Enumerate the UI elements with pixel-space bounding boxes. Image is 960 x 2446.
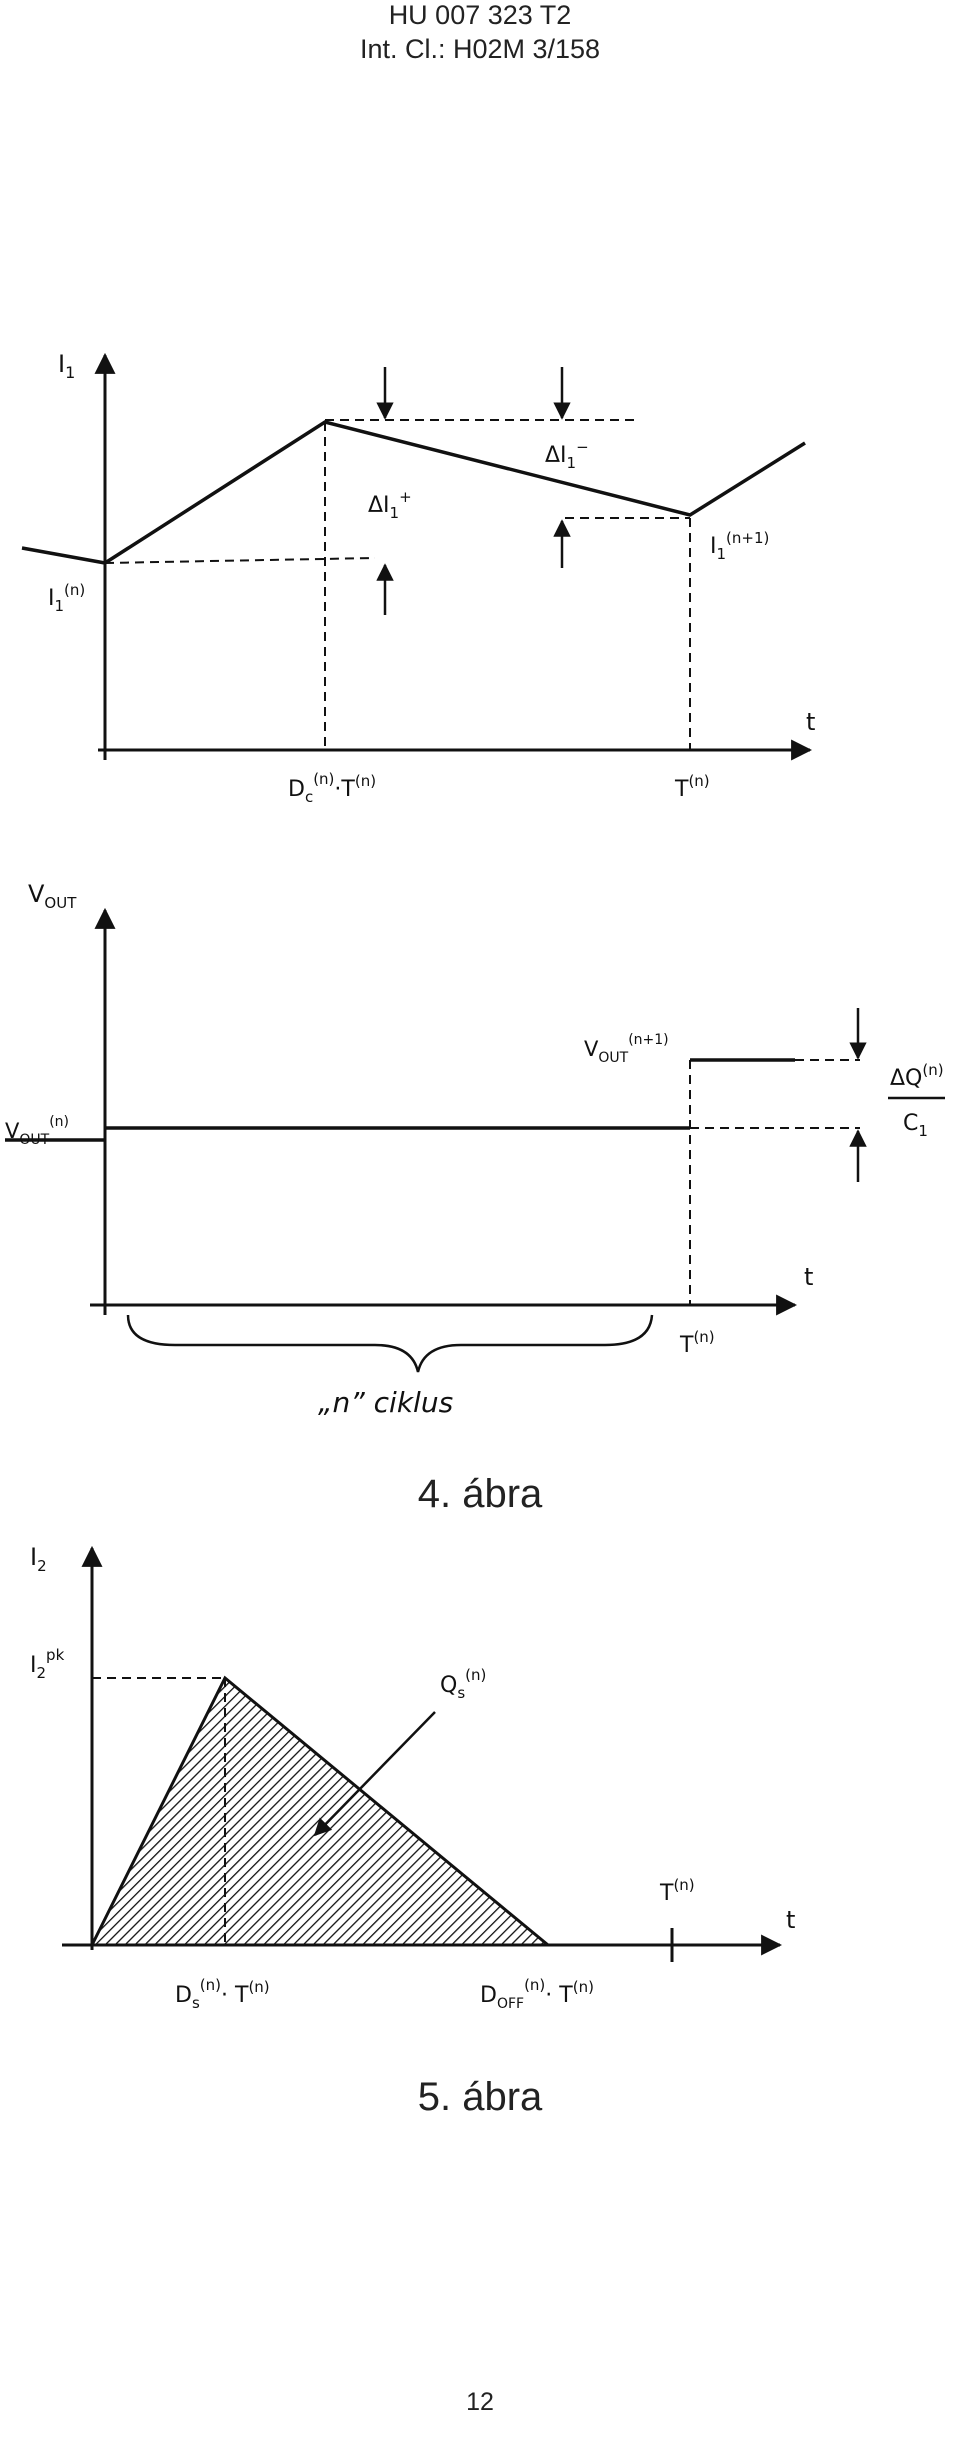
i2-axis-label: I2 — [30, 1543, 47, 1575]
voutn1-label: VOUT(n+1) — [584, 1032, 669, 1066]
i1-waveform — [21, 420, 806, 565]
figure4-current-chart: I1 t I1(n) I1(n+1) ΔI1+ ΔI1− Dc(n)·T(n) … — [21, 350, 815, 806]
vout-time-label: t — [804, 1263, 813, 1291]
charge-triangle — [89, 1675, 553, 1947]
ds-tn-tick-label: Ds(n)· T(n) — [175, 1976, 270, 2012]
i2-time-label: t — [786, 1906, 795, 1934]
vout-axis-label: VOUT — [28, 880, 77, 912]
qs-label: Qs(n) — [440, 1666, 486, 1702]
doff-tn-tick-label: DOFF(n)· T(n) — [480, 1976, 594, 2012]
voutn-label: VOUT(n) — [5, 1114, 69, 1148]
delta-i1-minus-label: ΔI1− — [545, 438, 589, 472]
c1-label: C1 — [903, 1111, 928, 1140]
i2-period-label: T(n) — [659, 1876, 695, 1906]
i1n-label: I1(n) — [48, 581, 85, 615]
dc-tn-tick-label: Dc(n)·T(n) — [288, 770, 376, 806]
i2-peak-label: I2pk — [30, 1646, 65, 1682]
qs-pointer-arrow — [313, 1711, 436, 1837]
i1-axis-label: I1 — [58, 350, 75, 382]
delta-q-label: ΔQ(n) — [890, 1061, 944, 1091]
delta-i1-plus-label: ΔI1+ — [368, 488, 412, 522]
vout-period-tick-label: T(n) — [679, 1328, 715, 1358]
i1n1-label: I1(n+1) — [710, 529, 769, 563]
i1-time-label: t — [806, 708, 815, 736]
cycle-brace — [126, 1314, 654, 1373]
figure5-current-chart: I2 t I2pk Qs(n) T(n) Ds(n)· T(n) DOFF(n)… — [30, 1543, 795, 2012]
period-tick-label: T(n) — [674, 772, 710, 802]
classification: Int. Cl.: H02M 3/158 — [359, 34, 601, 64]
figure4-caption: 4. ábra — [417, 1472, 543, 1516]
i1n-level-line — [104, 557, 376, 564]
page-number: 12 — [466, 2388, 494, 2416]
cycle-label: „n” ciklus — [318, 1386, 453, 1419]
figure4-voltage-chart: VOUT t VOUT(n) VOUT(n+1) ΔQ(n) C1 T(n) „… — [5, 880, 945, 1419]
patent-number: HU 007 323 T2 — [388, 0, 572, 30]
figure5-caption: 5. ábra — [417, 2075, 543, 2119]
